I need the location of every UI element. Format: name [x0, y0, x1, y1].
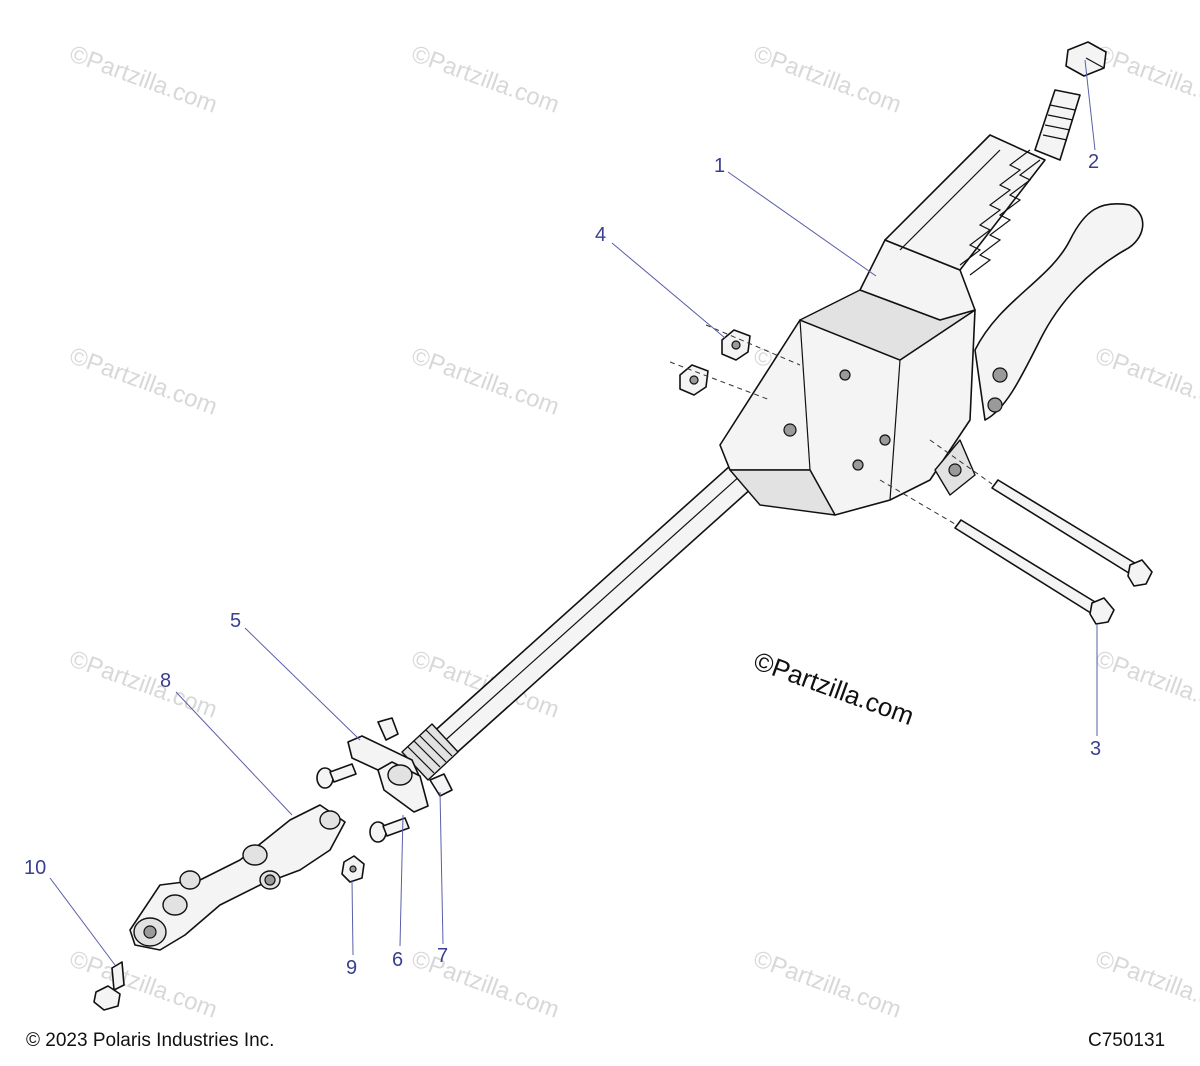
callout-2: 2: [1088, 151, 1099, 173]
watermark: ©Partzilla.com: [1092, 40, 1200, 118]
alignment-lines: [669, 324, 993, 525]
watermark: ©Partzilla.com: [408, 40, 563, 118]
flange-nut-4: [679, 329, 751, 396]
nut-9: [341, 855, 365, 883]
watermark: ©Partzilla.com: [1092, 645, 1200, 723]
bolts-3: [954, 479, 1153, 625]
callouts: 1 2 3 4 5 6 7 8 9 10: [24, 151, 1101, 979]
hex-nut-2: [1065, 41, 1107, 77]
watermark: ©Partzilla.com: [1092, 945, 1200, 1023]
callout-4: 4: [595, 224, 606, 246]
watermark: ©Partzilla.com: [66, 645, 221, 723]
watermark: ©Partzilla.com: [66, 945, 221, 1023]
leader-lines: [49, 59, 1098, 966]
callout-9: 9: [346, 957, 357, 979]
watermark: ©Partzilla.com: [66, 40, 221, 118]
watermark: ©Partzilla.com: [66, 342, 221, 420]
callout-8: 8: [160, 670, 171, 692]
callout-1: 1: [714, 155, 725, 177]
bolt-10: [93, 961, 125, 1011]
drawing-number: C750131: [1088, 1030, 1166, 1051]
copyright-notice: © 2023 Polaris Industries Inc.: [26, 1030, 275, 1051]
steering-column-assembly: [719, 89, 1144, 516]
coupler-flange-5: [347, 735, 429, 813]
callout-5: 5: [230, 610, 241, 632]
callout-10: 10: [24, 857, 46, 879]
u-joint-8: [129, 804, 346, 951]
steering-shaft: [401, 429, 793, 781]
watermark: ©Partzilla.com: [408, 342, 563, 420]
center-brand: ©Partzilla.com: [750, 645, 918, 731]
clip-7: [377, 717, 453, 797]
callout-7: 7: [437, 945, 448, 967]
callout-6: 6: [392, 949, 403, 971]
watermark: ©Partzilla.com: [1092, 342, 1200, 420]
watermark: ©Partzilla.com: [750, 40, 905, 118]
column-spring: [959, 149, 1041, 276]
watermark: ©Partzilla.com: [408, 945, 563, 1023]
callout-3: 3: [1090, 738, 1101, 760]
watermark: ©Partzilla.com: [750, 945, 905, 1023]
